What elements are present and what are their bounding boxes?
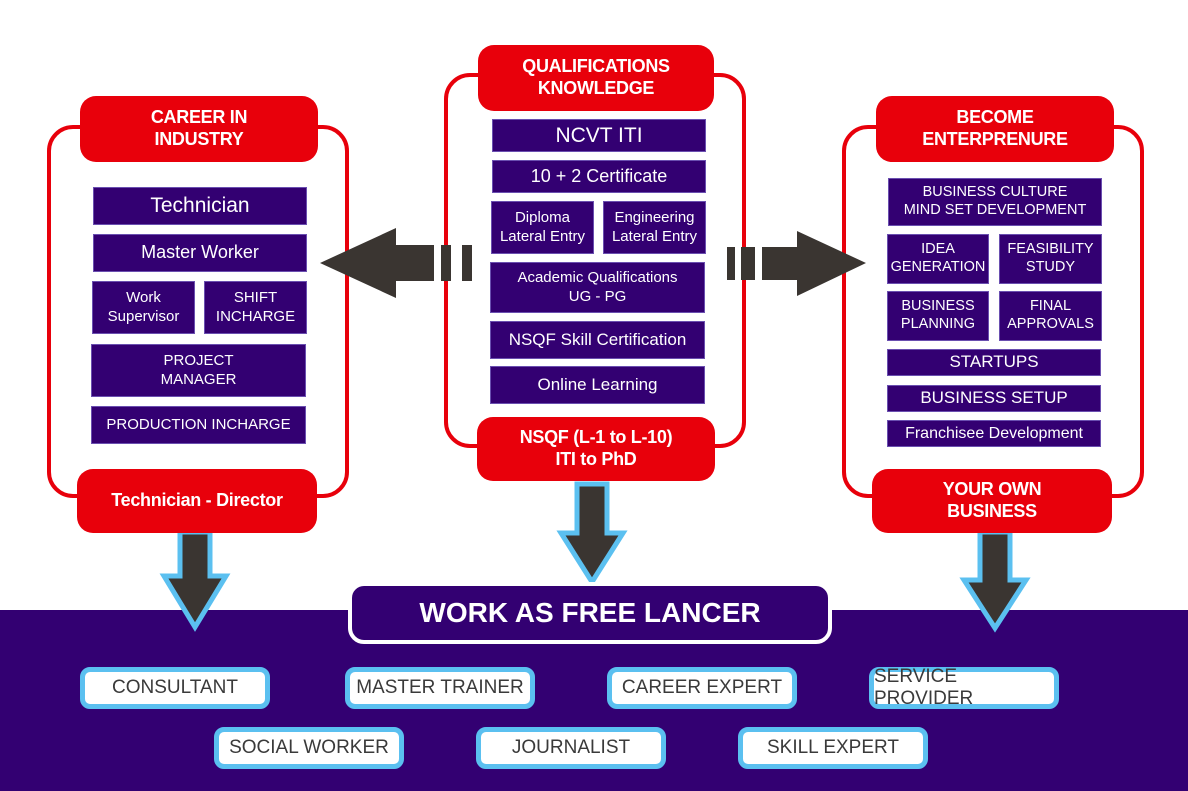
role-social-worker: SOCIAL WORKER (214, 727, 404, 769)
right-column-header: BECOME ENTERPRENURE (876, 96, 1114, 162)
left-item-project-manager: PROJECT MANAGER (91, 344, 306, 397)
role-service-provider: SERVICE PROVIDER (869, 666, 1059, 709)
left-item-technician: Technician (93, 187, 307, 225)
right-arrow-icon (727, 231, 866, 296)
role-career-expert: CAREER EXPERT (607, 667, 797, 709)
right-item-business-planning: BUSINESS PLANNING (887, 291, 989, 341)
right-item-startups: STARTUPS (887, 349, 1101, 376)
right-item-business-setup: BUSINESS SETUP (887, 385, 1101, 412)
center-column-header: QUALIFICATIONS KNOWLEDGE (478, 45, 714, 111)
center-item-10-2-certificate: 10 + 2 Certificate (492, 160, 706, 193)
right-item-feasibility-study: FEASIBILITY STUDY (999, 234, 1102, 284)
left-arrow-icon (320, 228, 472, 298)
center-item-ncvt-iti: NCVT ITI (492, 119, 706, 152)
right-column-footer: YOUR OWN BUSINESS (872, 469, 1112, 533)
center-item-nsqf-skill-certification: NSQF Skill Certification (490, 321, 705, 359)
center-item-online-learning: Online Learning (490, 366, 705, 404)
left-item-shift-incharge: SHIFT INCHARGE (204, 281, 307, 334)
right-item-business-culture: BUSINESS CULTURE MIND SET DEVELOPMENT (888, 178, 1102, 226)
left-item-master-worker: Master Worker (93, 234, 307, 272)
center-item-diploma-lateral-entry: Diploma Lateral Entry (491, 201, 594, 254)
right-item-final-approvals: FINAL APPROVALS (999, 291, 1102, 341)
role-master-trainer: MASTER TRAINER (345, 667, 535, 709)
center-column-footer: NSQF (L-1 to L-10) ITI to PhD (477, 417, 715, 481)
left-item-work-supervisor: Work Supervisor (92, 281, 195, 334)
left-column-footer: Technician - Director (77, 469, 317, 533)
down-arrow-left-icon (159, 529, 231, 632)
role-consultant: CONSULTANT (80, 667, 270, 709)
role-skill-expert: SKILL EXPERT (738, 727, 928, 769)
right-item-idea-generation: IDEA GENERATION (887, 234, 989, 284)
down-arrow-center-icon (556, 481, 628, 587)
role-journalist: JOURNALIST (476, 727, 666, 769)
left-column-header: CAREER IN INDUSTRY (80, 96, 318, 162)
down-arrow-right-icon (959, 529, 1031, 633)
freelancer-title: WORK AS FREE LANCER (348, 582, 832, 644)
right-item-franchisee-development: Franchisee Development (887, 420, 1101, 447)
center-item-engineering-lateral-entry: Engineering Lateral Entry (603, 201, 706, 254)
center-item-academic-qualifications: Academic Qualifications UG - PG (490, 262, 705, 313)
left-item-production-incharge: PRODUCTION INCHARGE (91, 406, 306, 444)
